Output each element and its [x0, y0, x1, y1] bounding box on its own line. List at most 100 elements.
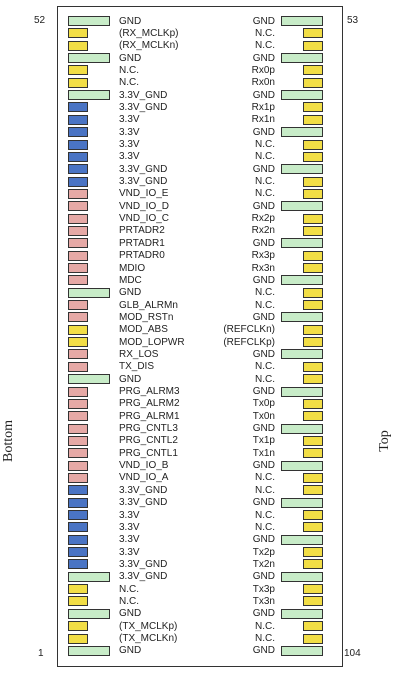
- bottom-pin-pad: [68, 621, 88, 632]
- bottom-pin-label: VND_IO_D: [119, 200, 170, 212]
- bottom-pin-pad: [68, 460, 88, 471]
- top-pin-label: Tx0n: [252, 410, 275, 422]
- top-pin-pad: [303, 28, 323, 39]
- top-pin-label: N.C.: [255, 472, 275, 484]
- top-pin-pad: [281, 460, 323, 471]
- top-pin-label: Rx0p: [251, 64, 275, 76]
- top-pin-pad: [281, 497, 323, 508]
- bottom-pin-pad: [68, 65, 88, 76]
- top-pin-label: GND: [252, 15, 275, 27]
- top-pin-label: N.C.: [255, 176, 275, 188]
- top-pin-label: GND: [252, 571, 275, 583]
- top-pin-label: Rx3p: [251, 250, 275, 262]
- top-pin-label: GND: [252, 163, 275, 175]
- bottom-pin-label: PRG_CNTL1: [119, 447, 178, 459]
- bottom-pin-pad: [68, 16, 110, 26]
- top-pin-label: Rx1p: [251, 101, 275, 113]
- top-pin-pad: [281, 312, 323, 323]
- top-pin-label: GND: [252, 52, 275, 64]
- top-pin-pad: [303, 522, 323, 533]
- bottom-pin-pad: [68, 312, 88, 323]
- top-pin-label: N.C.: [255, 509, 275, 521]
- top-pin-pad: [303, 337, 323, 348]
- top-pin-pad: [281, 349, 323, 360]
- top-pin-pad: [303, 188, 323, 199]
- top-pin-label: Rx1n: [251, 114, 275, 126]
- bottom-pin-pad: [68, 263, 88, 273]
- bottom-pin-pad: [68, 238, 88, 249]
- bottom-pin-pad: [68, 164, 88, 175]
- top-pin-label: N.C.: [255, 40, 275, 52]
- top-pin-pad: [281, 645, 323, 656]
- top-pin-pad: [303, 114, 323, 125]
- bottom-pin-label: VND_IO_A: [119, 472, 169, 484]
- top-pin-label: GND: [252, 200, 275, 212]
- top-pin-label: GND: [252, 89, 275, 101]
- top-pin-pad: [303, 176, 323, 187]
- top-pin-pad: [303, 547, 323, 558]
- bottom-pin-pad: [68, 287, 110, 298]
- bottom-pin-label: GND: [119, 15, 142, 27]
- bottom-pin-pad: [68, 151, 88, 162]
- bottom-pin-pad: [68, 596, 88, 607]
- top-pin-label: Tx2p: [252, 546, 275, 558]
- bottom-pin-pad: [68, 361, 88, 372]
- top-pin-label: GND: [252, 348, 275, 360]
- top-pin-label: N.C.: [255, 620, 275, 632]
- bottom-pin-pad: [68, 349, 88, 360]
- top-pin-pad: [281, 571, 323, 582]
- bottom-pin-label: 3.3V: [119, 151, 140, 163]
- bottom-pin-label: GND: [119, 52, 142, 64]
- top-pin-pad: [303, 621, 323, 632]
- bottom-pin-pad: [68, 374, 110, 385]
- bottom-pin-label: 3.3V_GND: [119, 497, 168, 509]
- bottom-pin-label: N.C.: [119, 595, 139, 607]
- top-pin-label: Tx3n: [252, 595, 275, 607]
- bottom-pin-label: (TX_MCLKp): [119, 620, 178, 632]
- top-pin-label: N.C.: [255, 361, 275, 373]
- top-pin-pad: [303, 485, 323, 496]
- bottom-pin-label: TX_DIS: [119, 361, 155, 373]
- bottom-pin-label: 3.3V: [119, 126, 140, 138]
- bottom-pin-pad: [68, 188, 88, 199]
- bottom-pin-pad: [68, 435, 88, 446]
- bottom-pin-label: PRG_ALRM1: [119, 410, 180, 422]
- bottom-pin-label: GND: [119, 608, 142, 620]
- bottom-pin-label: MDIO: [119, 262, 146, 274]
- bottom-pin-label: PRG_CNTL2: [119, 435, 178, 447]
- top-pin-pad: [303, 398, 323, 409]
- top-pin-label: GND: [252, 460, 275, 472]
- bottom-pin-label: 3.3V: [119, 546, 140, 558]
- top-side-label: Top: [376, 430, 392, 452]
- bottom-pin-pad: [68, 497, 88, 508]
- bottom-pin-label: 3.3V: [119, 509, 140, 521]
- bottom-pin-label: GLB_ALRMn: [119, 299, 178, 311]
- top-pin-pad: [303, 435, 323, 446]
- top-pin-pad: [303, 213, 323, 224]
- top-pin-label: GND: [252, 645, 275, 657]
- bottom-pin-pad: [68, 127, 88, 138]
- top-pin-label: Tx2n: [252, 558, 275, 570]
- top-pin-pad: [303, 324, 323, 335]
- bottom-pin-label: 3.3V_GND: [119, 101, 168, 113]
- top-pin-pad: [281, 386, 323, 397]
- top-pin-pad: [281, 164, 323, 175]
- top-pin-pad: [303, 65, 323, 76]
- top-pin-label: (REFCLKp): [223, 336, 275, 348]
- top-pin-label: Tx3p: [252, 583, 275, 595]
- bottom-pin-label: 3.3V_GND: [119, 163, 168, 175]
- top-pin-label: N.C.: [255, 27, 275, 39]
- pin-number-53: 53: [347, 15, 359, 26]
- bottom-pin-label: N.C.: [119, 77, 139, 89]
- bottom-pin-label: PRTADR2: [119, 225, 165, 237]
- top-pin-pad: [303, 139, 323, 150]
- bottom-pin-pad: [68, 53, 110, 64]
- top-pin-label: Tx0p: [252, 398, 275, 410]
- top-pin-pad: [303, 559, 323, 570]
- bottom-pin-pad: [68, 423, 88, 434]
- bottom-pin-label: MOD_RSTn: [119, 311, 174, 323]
- bottom-pin-pad: [68, 559, 88, 570]
- top-pin-label: Tx1n: [252, 447, 275, 459]
- bottom-pin-pad: [68, 90, 110, 101]
- bottom-pin-pad: [68, 608, 110, 619]
